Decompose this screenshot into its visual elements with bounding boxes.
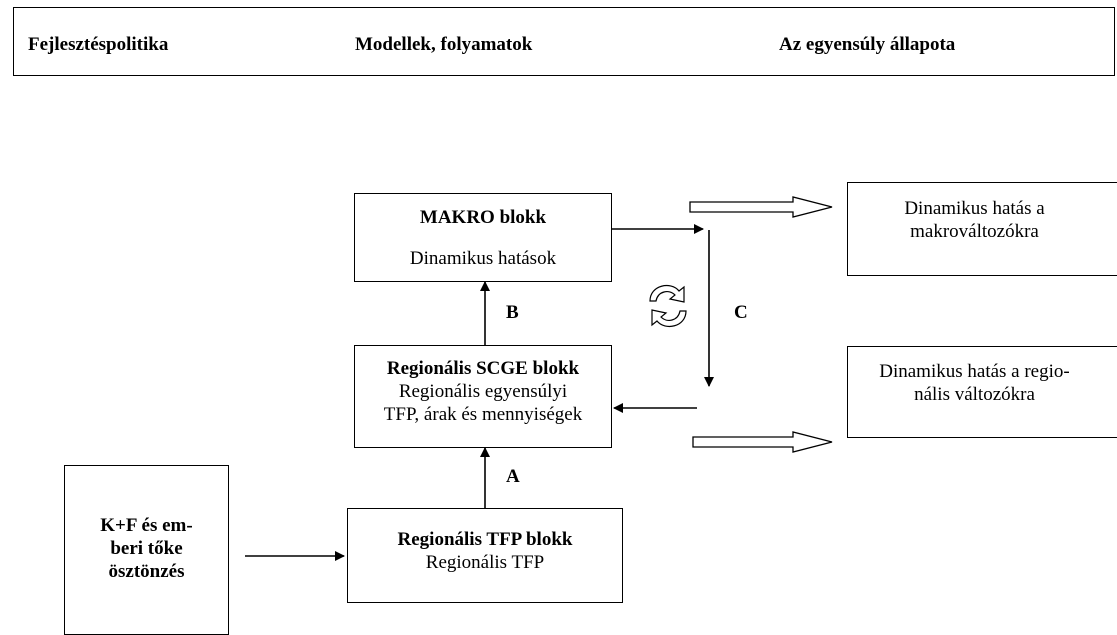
- hollow-arrow-macro: [689, 196, 833, 218]
- scge-block: Regionális SCGE blokk Regionális egyensú…: [354, 345, 612, 448]
- tfp-block: Regionális TFP blokk Regionális TFP: [347, 508, 623, 603]
- label-c: C: [734, 302, 748, 323]
- outcome-macro-box: Dinamikus hatás a makrováltozókra: [847, 182, 1117, 276]
- makro-block: MAKRO blokk Dinamikus hatások: [354, 193, 612, 282]
- scge-block-line2: TFP, árak és mennyiségek: [383, 404, 583, 425]
- header-bar: Fejlesztéspolitika Modellek, folyamatok …: [13, 7, 1115, 76]
- cycle-icon: [649, 284, 687, 328]
- kf-box-line2: beri tőke: [110, 538, 183, 559]
- makro-block-subtitle: Dinamikus hatások: [409, 248, 557, 269]
- header-models-processes: Modellek, folyamatok: [355, 34, 533, 55]
- header-equilibrium-state: Az egyensúly állapota: [779, 34, 956, 55]
- scge-block-title: Regionális SCGE blokk: [386, 358, 580, 379]
- tfp-block-subtitle: Regionális TFP: [425, 552, 545, 573]
- kf-box-line3: ösztönzés: [108, 561, 185, 582]
- makro-block-title: MAKRO blokk: [419, 207, 547, 228]
- label-b: B: [506, 302, 519, 323]
- outcome-regional-line1: Dinamikus hatás a regio-: [879, 361, 1070, 382]
- scge-block-line1: Regionális egyensúlyi: [398, 381, 568, 402]
- header-development-policy: Fejlesztéspolitika: [28, 34, 169, 55]
- label-a: A: [506, 466, 520, 487]
- diagram-connectors: [245, 196, 833, 561]
- outcome-macro-line1: Dinamikus hatás a: [904, 198, 1045, 219]
- kf-incentive-box: K+F és em- beri tőke ösztönzés: [64, 465, 229, 635]
- outcome-regional-box: Dinamikus hatás a regio- nális változókr…: [847, 346, 1117, 438]
- outcome-regional-line2: nális változókra: [914, 384, 1035, 405]
- tfp-block-title: Regionális TFP blokk: [397, 529, 573, 550]
- kf-box-line1: K+F és em-: [100, 515, 193, 536]
- hollow-arrow-regional: [692, 431, 833, 453]
- outcome-macro-line2: makrováltozókra: [910, 221, 1039, 242]
